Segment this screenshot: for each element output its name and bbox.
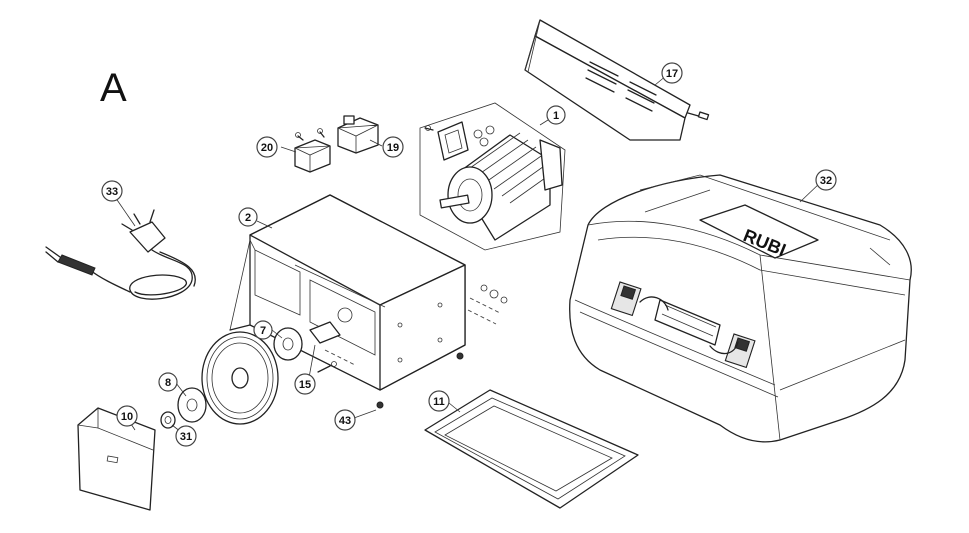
svg-text:11: 11 [433, 396, 445, 408]
part-7-disc [273, 327, 303, 361]
callout-31: 31 [175, 425, 197, 447]
svg-text:32: 32 [820, 175, 832, 187]
part-33-power-cord [45, 209, 196, 300]
svg-text:10: 10 [121, 411, 133, 423]
callout-32: 32 [815, 169, 837, 191]
callout-43: 43 [334, 409, 356, 431]
svg-text:7: 7 [260, 325, 266, 337]
callout-2: 2 [238, 207, 258, 227]
part-2-housing [229, 194, 466, 409]
part-31-nut [160, 411, 176, 429]
callout-11: 11 [428, 390, 450, 412]
svg-text:19: 19 [387, 142, 399, 154]
callout-7: 7 [253, 320, 273, 340]
panel-label: A [100, 66, 127, 110]
part-19-switch [337, 115, 379, 154]
svg-text:2: 2 [245, 212, 251, 224]
svg-text:17: 17 [666, 68, 678, 80]
svg-text:20: 20 [261, 142, 273, 154]
part-10-guard [77, 407, 156, 511]
callout-19: 19 [382, 136, 404, 158]
svg-text:15: 15 [299, 379, 311, 391]
callout-10: 10 [116, 405, 138, 427]
callout-17: 17 [661, 62, 683, 84]
callout-20: 20 [256, 136, 278, 158]
svg-text:1: 1 [553, 110, 559, 122]
part-11-tray [424, 389, 639, 509]
part-17-vent-cover [524, 19, 710, 141]
part-32-case: RUBI [569, 174, 912, 443]
svg-text:8: 8 [165, 377, 171, 389]
svg-text:31: 31 [180, 431, 192, 443]
part-20-switch [294, 128, 331, 173]
callout-8: 8 [158, 372, 178, 392]
callout-33: 33 [101, 180, 123, 202]
housing-screws [467, 284, 508, 325]
callout-1: 1 [546, 105, 566, 125]
part-8-flange [177, 387, 207, 423]
part-15-bracket [309, 321, 356, 373]
callout-15: 15 [294, 373, 316, 395]
grinding-wheel [201, 331, 279, 425]
svg-text:33: 33 [106, 186, 118, 198]
svg-text:43: 43 [339, 415, 351, 427]
part-1-motor [419, 102, 566, 251]
